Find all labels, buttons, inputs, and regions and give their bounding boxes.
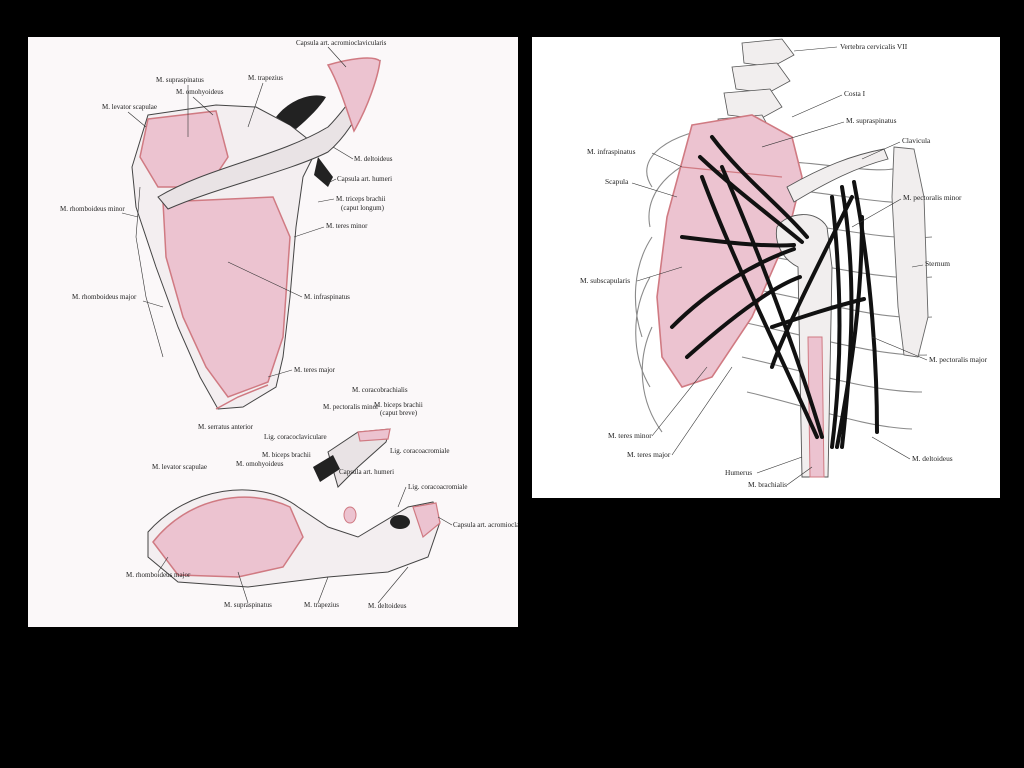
label-vertebra-cervicalis-vii: Vertebra cervicalis VII [840,42,908,51]
label-costa-i: Costa I [844,89,866,98]
label-infraspinatus: M. infraspinatus [587,147,636,156]
label-omohyoideus: M. omohyoideus [176,88,224,96]
label-trapezius: M. trapezius [248,74,283,82]
label-supraspinatus: M. supraspinatus [156,76,204,84]
capsule-dark-area [276,95,326,129]
label-lig-coracoclaviculare: Lig. coracoclaviculare [264,433,327,441]
shoulder-muscles-figure: Vertebra cervicalis VII Costa I M. supra… [532,37,1000,498]
label-capsula-humeri: Capsula art. humeri [337,175,392,183]
label-capsula-acromioclavicularis-superior: Capsula art. acromioclavicularis [453,521,518,529]
infraspinatus-area [162,196,291,398]
scapula [656,114,803,388]
label-subscapularis: M. subscapularis [580,276,630,285]
label-pectoralis-minor: M. pectoralis minor [323,403,379,411]
muscle-action-lines [670,135,879,449]
label-biceps-brachii: M. biceps brachii [262,451,311,459]
label-clavicula: Clavicula [902,136,931,145]
label-omohyoideus-superior: M. omohyoideus [236,460,284,468]
label-coracobrachialis: M. coracobrachialis [352,386,408,394]
label-serratus-anterior: M. serratus anterior [198,423,254,431]
clavicle [786,148,889,203]
label-teres-minor: M. teres minor [608,431,652,440]
acromion [326,57,381,133]
label-brachialis: M. brachialis [748,480,787,489]
label-teres-minor: M. teres minor [326,222,368,230]
label-deltoideus: M. deltoideus [912,454,953,463]
label-deltoideus: M. deltoideus [354,155,393,163]
label-sternum: Sternum [925,259,950,268]
label-teres-major: M. teres major [627,450,671,459]
label-infraspinatus: M. infraspinatus [304,293,350,301]
label-levator-scapulae: M. levator scapulae [102,103,157,111]
label-trapezius-superior: M. trapezius [304,601,339,609]
label-levator-scapulae-superior: M. levator scapulae [152,463,207,471]
scapula-illustration: Capsula art. acromioclavicularis M. supr… [60,39,518,610]
label-humerus: Humerus [725,468,752,477]
label-rhomboideus-minor: M. rhomboideus minor [60,205,125,213]
label-biceps-caput-breve: (caput breve) [380,409,418,417]
label-lig-coracoacromiale-lower: Lig. coracoacromiale [408,483,467,491]
label-capsula-acromioclavicularis: Capsula art. acromioclavicularis [296,39,387,47]
supraspinatus-superior-area [152,496,304,578]
label-triceps-brachii: M. triceps brachii [336,195,386,203]
label-biceps-brachii-short: M. biceps brachii [374,401,423,409]
scapula-posterior-view [131,57,381,410]
label-lig-coracoacromiale-upper: Lig. coracoacromiale [390,447,449,455]
label-pectoralis-minor: M. pectoralis minor [903,193,962,202]
label-teres-major: M. teres major [294,366,336,374]
label-rhomboideus-major: M. rhomboideus major [72,293,137,301]
label-pectoralis-major: M. pectoralis major [929,355,988,364]
sternum [891,146,929,358]
label-supraspinatus-superior: M. supraspinatus [224,601,272,609]
label-supraspinatus: M. supraspinatus [846,116,897,125]
label-capsula-humeri-superior: Capsula art. humeri [339,468,394,476]
shoulder-illustration: Vertebra cervicalis VII Costa I M. supra… [580,38,988,489]
label-rhomboideus-major-superior: M. rhomboideus major [126,571,191,579]
scapula-superior-view [147,428,441,588]
label-triceps-caput-longum: (caput longum) [341,204,385,212]
brachialis-attachment [807,336,825,478]
label-deltoideus-superior: M. deltoideus [368,602,407,610]
scapula-attachments-figure: Capsula art. acromioclavicularis M. supr… [28,37,518,627]
label-scapula: Scapula [605,177,629,186]
